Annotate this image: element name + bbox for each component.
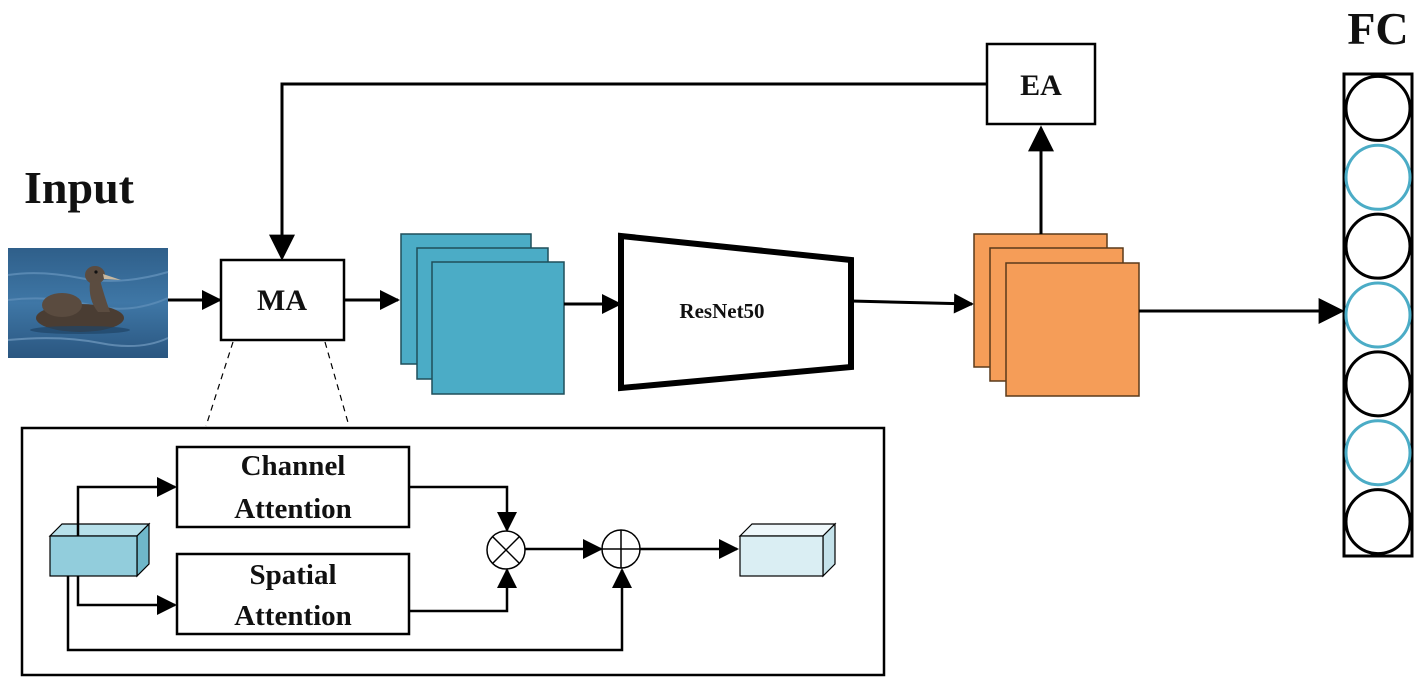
arrow-spatial-to-multiply xyxy=(409,568,517,613)
fc-label: FC xyxy=(1347,3,1408,54)
fc-node xyxy=(1344,281,1412,349)
resnet50-label: ResNet50 xyxy=(679,299,764,323)
arrow-resnet-to-features xyxy=(850,293,974,314)
fc-node xyxy=(1344,143,1412,211)
fc-node xyxy=(1344,74,1412,142)
add-operator-icon xyxy=(601,529,641,569)
fc-node xyxy=(1344,419,1412,487)
fc-layer xyxy=(1342,72,1414,558)
fc-node xyxy=(1344,350,1412,418)
resnet50-block xyxy=(618,232,854,392)
arrow-cube-to-spatial xyxy=(76,576,177,615)
arrow-cube-residual-to-add xyxy=(66,568,632,652)
arrow-ea-to-ma xyxy=(269,82,987,261)
ea-label: EA xyxy=(1020,69,1062,102)
fc-node xyxy=(1344,488,1412,556)
multiply-operator-icon xyxy=(486,530,526,570)
teal-feature-maps xyxy=(400,233,565,395)
ea-box xyxy=(985,42,1097,126)
orange-feature-maps xyxy=(973,233,1140,397)
channel-attention-label-line1: Channel xyxy=(241,450,346,482)
input-label: Input xyxy=(24,162,135,213)
channel-attention-box xyxy=(175,445,411,529)
spatial-attention-box xyxy=(175,552,411,636)
zoom-line-left xyxy=(205,341,234,427)
output-feature-cube xyxy=(738,522,837,578)
zoom-line-right xyxy=(324,341,350,427)
spatial-attention-label-line1: Spatial xyxy=(249,559,336,591)
input-feature-cube xyxy=(48,522,151,578)
arrow-channel-to-multiply xyxy=(409,485,517,532)
spatial-attention-label-line2: Attention xyxy=(234,600,352,632)
fc-node xyxy=(1344,212,1412,280)
arrow-cube-to-channel xyxy=(76,477,177,536)
ma-label: MA xyxy=(257,284,307,317)
input-image xyxy=(7,248,169,358)
channel-attention-label-line2: Attention xyxy=(234,493,352,525)
